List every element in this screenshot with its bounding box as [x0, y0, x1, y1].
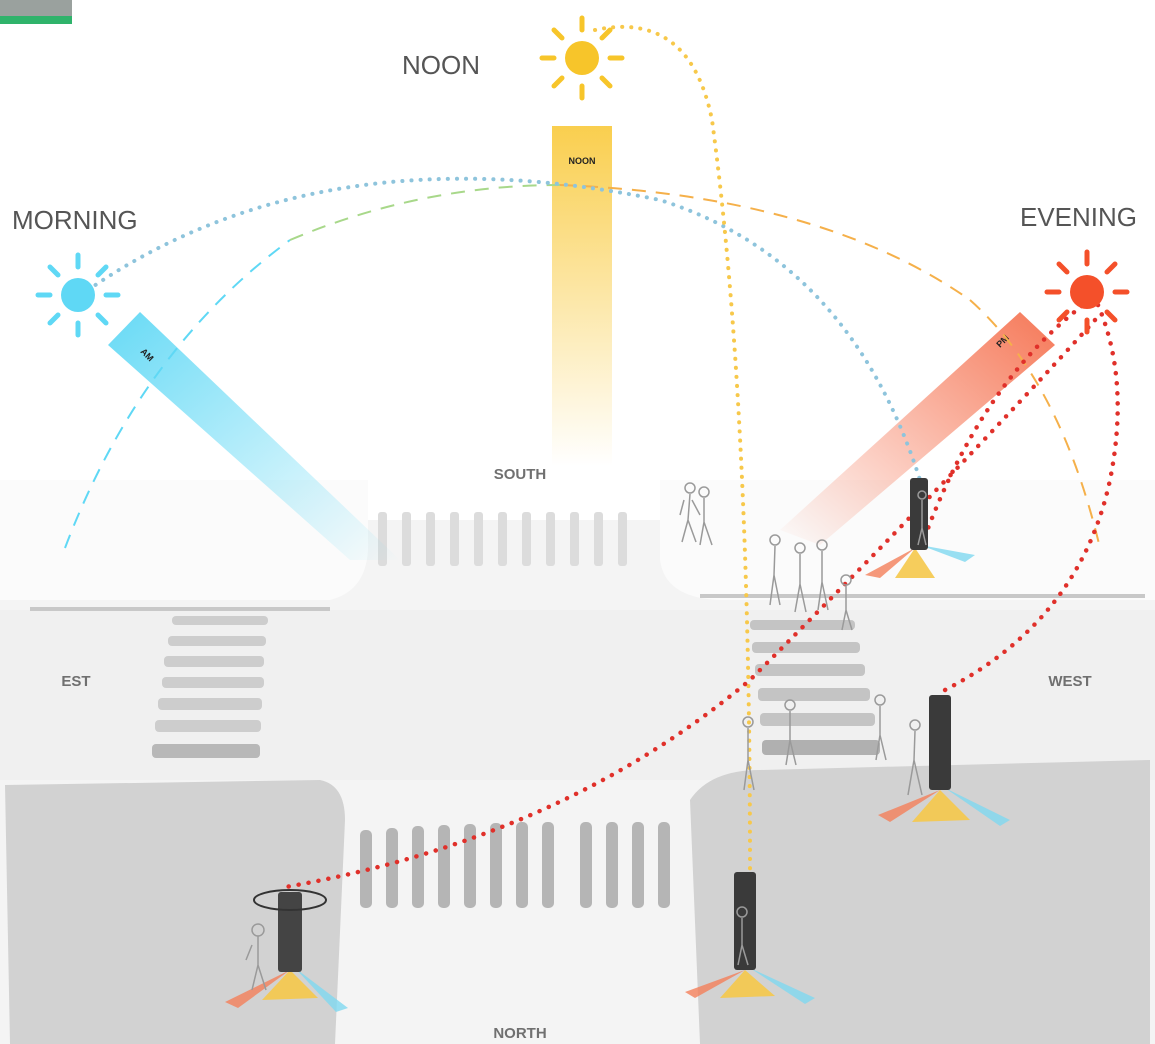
- direction-west: WEST: [1048, 673, 1091, 690]
- crosswalk-east: [152, 616, 268, 758]
- direction-north: NORTH: [493, 1025, 546, 1042]
- noon-label: NOON: [402, 50, 480, 80]
- totem-kiosk-west-far: [865, 478, 975, 578]
- sightline-noon: [593, 24, 752, 872]
- sun-arc: [64, 184, 1101, 549]
- totem-kiosk-north-center: [685, 872, 815, 1004]
- sun-icon-morning: [35, 252, 121, 338]
- morning-label: MORNING: [12, 205, 138, 235]
- sun-icon-noon: [539, 15, 625, 101]
- beam-noon: NOON: [552, 126, 612, 466]
- totem-kiosk-north-east: [225, 889, 348, 1012]
- direction-east: EST: [61, 673, 90, 690]
- beam-label-noon: NOON: [569, 156, 596, 166]
- sightline-morning: [86, 176, 922, 482]
- totem-kiosk-west-near: [878, 695, 1010, 826]
- corner-tab: [0, 0, 72, 24]
- sun-icon-evening: [1044, 249, 1130, 335]
- beam-am: AM: [108, 312, 400, 560]
- pedestrian-figure-group: [245, 482, 927, 991]
- evening-label: EVENING: [1020, 202, 1137, 232]
- direction-south: SOUTH: [494, 466, 547, 483]
- sightline-evening: [277, 297, 1120, 891]
- crosswalk-north: [360, 822, 670, 908]
- beam-pm: PM: [780, 312, 1055, 545]
- crosswalk-south: [378, 512, 627, 566]
